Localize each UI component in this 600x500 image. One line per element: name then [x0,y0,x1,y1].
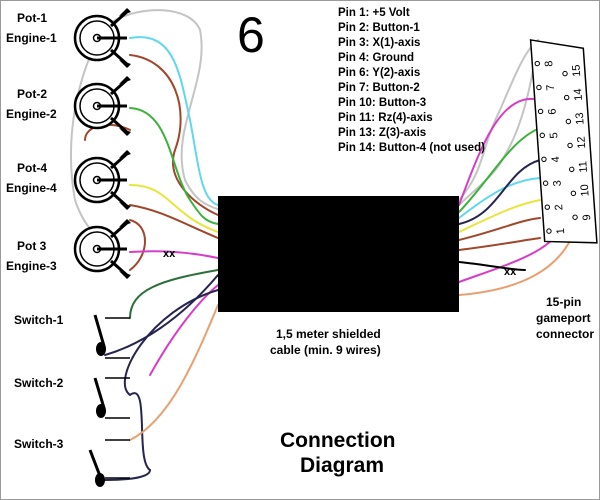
connector-pin-hole [536,84,542,91]
engine-2-label: Engine-2 [6,107,57,121]
figure-number: 6 [237,7,265,63]
connector-pin-hole [539,132,545,139]
unused-marker-left: xx [163,248,176,260]
diagram-title-line2: Diagram [300,454,384,477]
switch-2-symbol [93,377,130,419]
wire-brown-right-1 [458,217,541,241]
connector-pin-hole [565,118,572,125]
wire-navy-right [458,159,541,225]
wire-brown-left-4 [129,219,146,271]
connector-pin-number: 15 [570,64,583,77]
pin-legend-line: Pin 3: X(1)-axis [338,37,420,49]
connector-pin-hole [534,60,540,67]
connector-pin-holes [534,60,578,234]
connector-pin-number: 11 [577,161,590,173]
wire-navy-left-2 [124,289,219,471]
wire-black-right [458,261,526,271]
connector-pin-hole [564,94,570,101]
connector-pin-number: 13 [574,112,587,125]
engine-4-label: Engine-4 [6,181,57,195]
connector-pin-hole [537,108,544,115]
connector-pin-number: 3 [551,180,563,187]
connector-label-line3: connector [536,327,594,341]
connector-pin-hole [544,204,551,210]
wire-navy-left-1 [104,274,219,356]
connector-pin-hole [572,214,578,220]
connector-pin-number: 6 [546,108,558,115]
wire-navy-left-3 [104,469,151,481]
pot-4 [73,150,131,210]
pin-legend-line: Pin 2: Button-1 [338,22,420,34]
wire-gray-right [458,39,539,201]
connector-label-line1: 15-pin [546,295,581,309]
connector-pin-hole [562,70,568,77]
wire-tan-left [129,304,219,441]
pin-legend-line: Pin 4: Ground [338,52,414,64]
connector-pin-hole [541,156,547,162]
pin-legend: Pin 1: +5 Volt Pin 2: Button-1 Pin 3: X(… [338,7,485,154]
pin-legend-line: Pin 1: +5 Volt [338,7,410,19]
connector-pin-number: 7 [545,84,557,91]
connector-pin-number: 10 [579,184,592,197]
connector-pin-number: 5 [548,132,560,139]
engine-3-label: Engine-3 [6,259,57,273]
connector-pin-number: 8 [543,60,555,67]
wire-yellow-right [458,199,541,233]
pin-legend-line: Pin 6: Y(2)-axis [338,67,420,79]
pin-legend-line: Pin 10: Button-3 [338,97,426,109]
wire-magenta-left [129,250,219,259]
pin-legend-line: Pin 11: Rz(4)-axis [338,112,433,124]
connector-pin-hole [569,166,575,173]
wire-cyan-left [129,36,219,206]
connector-pin-number: 12 [575,136,588,149]
cable-label-line2: cable (min. 9 wires) [270,343,381,357]
pin-legend-line: Pin 14: Button-4 (not used) [338,142,485,154]
pin-legend-line: Pin 13: Z(3)-axis [338,127,426,139]
connector-pin-hole [567,142,573,149]
connector-pin-hole [570,190,577,197]
switch-1-symbol [93,314,130,359]
connector-label-line2: gameport [536,311,591,325]
switch-3-symbol [88,439,130,487]
diagram-title-line1: Connection [280,429,396,452]
wire-brown-left-3 [129,204,219,239]
wire-magenta-right-1 [458,97,541,206]
wire-yellow-left [129,184,219,233]
unused-marker-right: xx [504,266,517,278]
switch-3-label: Switch-3 [14,437,64,451]
switch-2-label: Switch-2 [14,376,64,390]
pot-2 [73,76,131,136]
cable-label-line1: 1,5 meter shielded [276,327,381,341]
engine-1-label: Engine-1 [6,31,57,45]
connector-pin-hole [542,180,549,186]
wire-brown-right-2 [458,237,541,251]
pot-1 [73,8,131,68]
connector-pin-number: 4 [550,156,562,163]
wire-cyan-right [458,177,541,219]
pin-legend-line: Pin 7: Button-2 [338,82,420,94]
wire-green-left [129,107,219,225]
connector-pin-hole [546,228,552,234]
wire-darkgreen-left [129,269,219,319]
pot-1-label: Pot-1 [17,11,47,25]
cable-block [218,196,459,312]
pot-4-label: Pot-4 [17,161,47,175]
wire-magenta-left-2 [149,284,219,376]
pot-2-label: Pot-2 [17,87,47,101]
wire-green-right [458,127,541,213]
connector-pin-number: 14 [572,88,585,101]
wire-gray-left [111,9,221,211]
connector-pin-number: 1 [555,228,567,235]
pot-3 [73,219,131,279]
connector-pin-number: 9 [581,214,593,221]
switch-1-label: Switch-1 [14,313,64,327]
connector-pin-number: 2 [553,204,565,211]
wire-brown-left-1 [129,54,219,216]
pot-3-label: Pot 3 [17,239,47,253]
wire-gray-right-2 [458,39,539,206]
